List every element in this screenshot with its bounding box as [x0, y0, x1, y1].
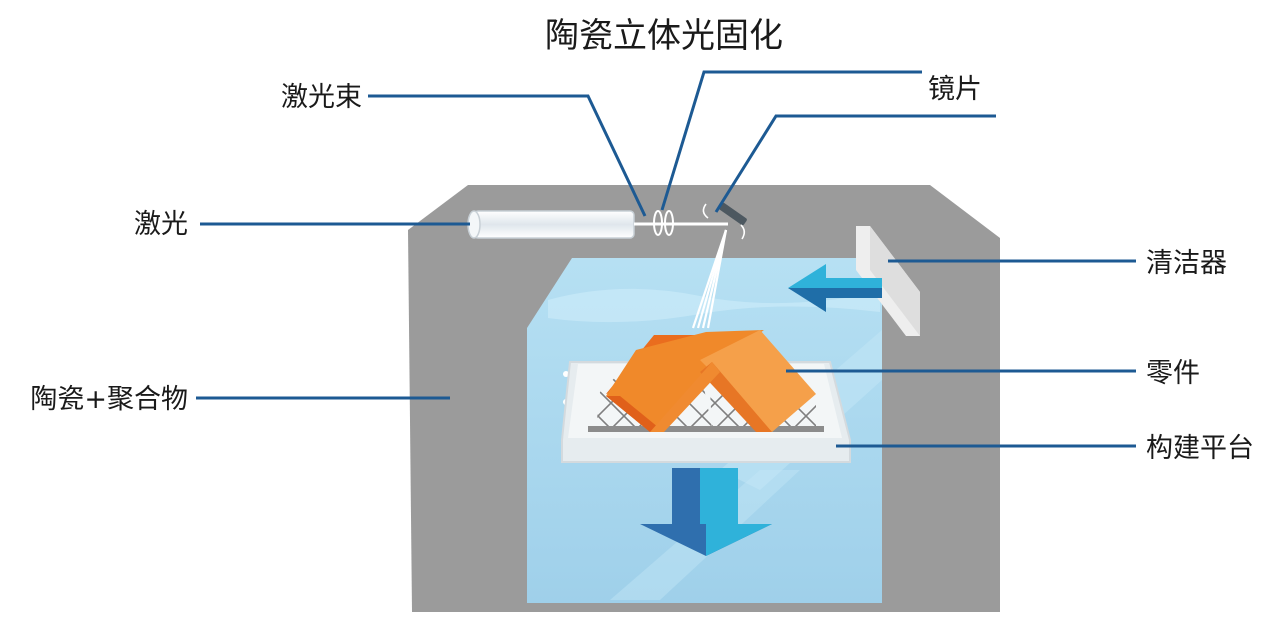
label-laser: 激光 — [134, 209, 188, 240]
laser-rays — [691, 229, 728, 329]
recoater-left-arrow — [788, 264, 882, 312]
label-build-platform: 构建平台 — [1146, 433, 1254, 464]
leader-lens — [660, 70, 922, 211]
lens-icon — [653, 210, 674, 236]
recoater-blade — [856, 226, 920, 336]
leader-lines — [196, 70, 1136, 448]
label-part: 零件 — [1146, 358, 1200, 389]
resin-surface-highlight — [548, 288, 880, 323]
mirror-icon — [702, 202, 747, 240]
diagram-title: 陶瓷立体光固化 — [545, 16, 783, 56]
label-laser-beam: 激光束 — [281, 82, 362, 113]
label-recoater: 清洁器 — [1146, 248, 1227, 279]
platform-down-arrow — [640, 468, 772, 556]
label-ceramic-polymer: 陶瓷+聚合物 — [30, 384, 188, 415]
leader-mirror — [714, 114, 996, 213]
label-mirror: 镜片 — [928, 74, 982, 105]
laser-tube — [467, 210, 728, 239]
leader-laser-beam — [368, 94, 647, 217]
printed-part — [606, 330, 816, 432]
